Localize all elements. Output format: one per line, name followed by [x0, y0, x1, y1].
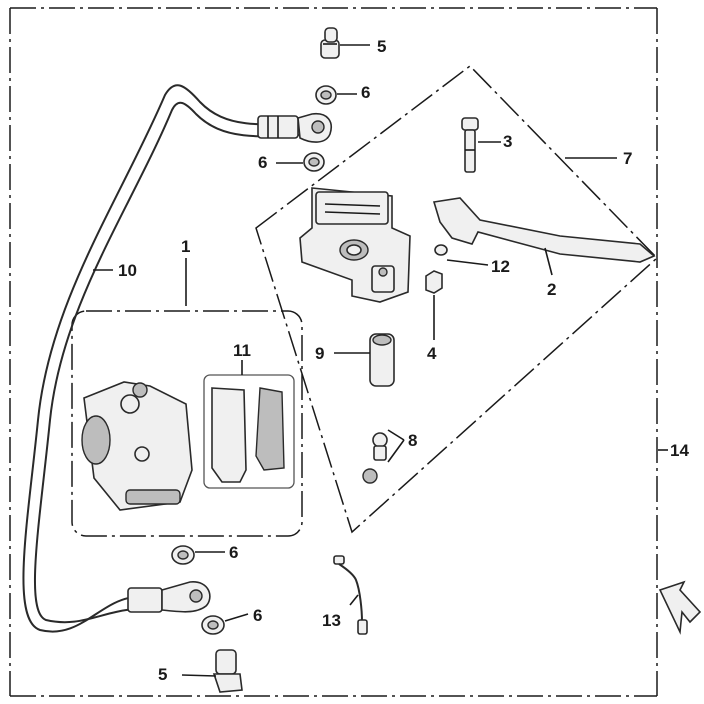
- callout-11: 11: [233, 341, 251, 360]
- callout-5-top: 5: [377, 37, 386, 56]
- callout-6-top-a: 6: [361, 83, 370, 102]
- hose-fitting-top: [257, 112, 332, 143]
- callout-8: 8: [408, 431, 417, 450]
- callout-13: 13: [322, 611, 341, 630]
- lever-nut: [425, 270, 443, 294]
- callout-10: 10: [118, 261, 137, 280]
- callout-6-bottom-b: 6: [253, 606, 262, 625]
- hose-fitting-bottom: [127, 581, 211, 613]
- callout-6-bottom-a: 6: [229, 543, 238, 562]
- callout-9: 9: [315, 344, 324, 363]
- callout-1: 1: [181, 237, 190, 256]
- direction-arrow-icon: [658, 580, 702, 635]
- callout-12: 12: [491, 257, 510, 276]
- master-cylinder: [299, 187, 411, 303]
- callout-4: 4: [427, 344, 437, 363]
- leader-lines: [93, 44, 668, 677]
- callout-labels: 5 6 6 3 7 1 10 11 2 12 4 9 8 14 6 6 13 5: [118, 37, 689, 684]
- washer-bottom-b-hole: [207, 620, 219, 630]
- washer-bottom-a-hole: [177, 550, 189, 560]
- washer-top-b-hole: [308, 157, 320, 167]
- callout-14: 14: [670, 441, 689, 460]
- brake-hose: [22, 84, 313, 633]
- banjo-bolt-bottom: [212, 649, 243, 693]
- callout-5-bottom: 5: [158, 665, 167, 684]
- callout-7: 7: [623, 149, 632, 168]
- lever-pivot-bolt: [461, 117, 479, 173]
- washer-top-a-hole: [320, 90, 332, 100]
- callout-2: 2: [547, 280, 556, 299]
- master-cylinder-group-frame: [255, 65, 659, 534]
- caliper-group-frame: [71, 310, 303, 537]
- brake-lever: [432, 197, 656, 263]
- brake-pad-frame: [203, 374, 295, 489]
- callout-6-top-b: 6: [258, 153, 267, 172]
- outer-frame: [9, 7, 658, 697]
- brake-pads: [211, 387, 285, 483]
- switch-wire: [333, 555, 368, 635]
- brake-light-switch: [369, 333, 395, 387]
- banjo-bolt-top: [320, 27, 340, 59]
- callout-3: 3: [503, 132, 512, 151]
- switch-screw: [362, 432, 388, 484]
- caliper: [81, 381, 193, 511]
- lever-washer: [434, 244, 448, 256]
